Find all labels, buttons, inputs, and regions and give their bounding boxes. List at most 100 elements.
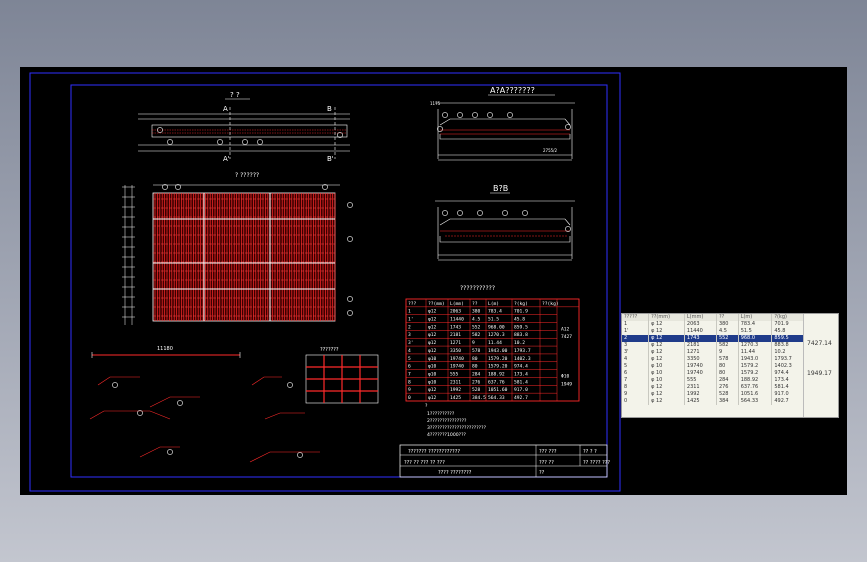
rebar-table-cell: 80: [472, 356, 478, 362]
rebar-table-cell: 380: [472, 309, 481, 315]
side-table-cell: 1943.0: [738, 356, 773, 363]
plan-view: ? ? A B A' B': [138, 91, 350, 163]
rebar-table-cell: 968.00: [488, 324, 505, 330]
callout-circle: [347, 202, 353, 208]
side-table-cell: φ 12: [648, 328, 685, 335]
note-line-1: 1??????????: [427, 411, 455, 417]
side-table-cell: 8: [622, 384, 650, 391]
side-table-cell: 581.4: [771, 384, 806, 391]
rebar-layout-title: ? ??????: [235, 172, 259, 179]
section-bb: B?B: [435, 184, 575, 261]
side-table-cell: φ 12: [648, 335, 685, 342]
callout-circle: [167, 449, 173, 455]
rebar-table-cell: 19740: [450, 364, 464, 370]
rebar-table-cell: 4: [408, 348, 411, 354]
rebar-table-subtotal: A12: [561, 326, 570, 332]
side-table-cell: 3350: [684, 356, 717, 363]
rebar-table-cell: 19740: [450, 356, 464, 362]
callout-circle: [287, 382, 293, 388]
title-row2-right: ?? ???? ???: [583, 460, 610, 466]
callout-circle: [457, 210, 463, 216]
side-table-cell: 701.9: [771, 321, 806, 328]
side-table-cell: 1270.3: [738, 342, 773, 349]
title-row1-main: ??????? ????????????: [408, 449, 460, 455]
rebar-table-cell: 2181: [450, 332, 461, 338]
title-row2-main: ??? ?? ??? ?? ???: [404, 460, 445, 466]
side-table-cell: 11440: [684, 328, 717, 335]
side-table-cell: 1': [622, 328, 650, 335]
rebar-table-cell: 1943.00: [488, 348, 508, 354]
rebar-table-cell: 1': [408, 317, 414, 323]
side-table-cell: φ 12: [648, 342, 685, 349]
section-aa: A?A??????? 1175 2755/2: [430, 86, 575, 161]
side-totals: 7427.14 1949.17: [803, 314, 838, 417]
title-row3-main: ???? ????????: [438, 470, 472, 476]
rebar-table-cell: 3350: [450, 348, 461, 354]
rebar-table-cell: φ12: [428, 340, 437, 346]
side-table-cell: φ 12: [648, 321, 685, 328]
callout-circle: [347, 236, 353, 242]
rebar-table-cell: 9: [408, 387, 411, 393]
side-table-cell: 1992: [684, 391, 717, 398]
callout-circle: [565, 226, 571, 232]
rebar-table-cell: 173.4: [514, 371, 528, 377]
rebar-table-cell: 3: [408, 332, 411, 338]
side-table-cell: 384: [716, 398, 739, 405]
callout-circle: [457, 112, 463, 118]
callout-circle: [217, 139, 223, 145]
side-table-cell: 80: [716, 370, 739, 377]
side-table-cell: 45.8: [771, 328, 806, 335]
detail-length-top: 11180: [157, 346, 173, 352]
inner-frame: [70, 84, 608, 478]
rebar-table-cell: 1051.60: [488, 387, 508, 393]
rebar-table-cell: 637.76: [488, 379, 505, 385]
side-table-cell: 2311: [684, 384, 717, 391]
side-table-cell: 5: [622, 363, 650, 370]
side-table-cell: 555: [684, 377, 717, 384]
side-table-cell: 19740: [684, 370, 717, 377]
cad-viewport[interactable]: ? ? A B A' B' ? ?????? A?A??????? 1175 2…: [20, 67, 847, 495]
side-table-cell: L(mm): [684, 314, 717, 321]
callout-circle: [477, 210, 483, 216]
side-table-cell: 2181: [684, 342, 717, 349]
rebar-table-cell: 384.5: [472, 395, 486, 401]
side-table-cell: 284: [716, 377, 739, 384]
side-table-cell: 637.76: [738, 384, 773, 391]
callout-circle: [177, 400, 183, 406]
callout-circle: [442, 112, 448, 118]
side-total-2: 1949.17: [807, 370, 832, 377]
rebar-table-cell: 581.4: [514, 379, 528, 385]
rebar-table-cell: φ12: [428, 317, 437, 323]
side-table-cell: 528: [716, 391, 739, 398]
rebar-table-cell: φ10: [428, 371, 437, 377]
side-table-cell: φ 12: [648, 398, 685, 405]
side-table-cell: 9: [622, 391, 650, 398]
rebar-table-subtotal: 1949: [561, 381, 572, 387]
rebar-details: 11180: [89, 346, 320, 463]
title-block: ??????? ???????????? ??? ??? ?? ? ? ??? …: [399, 444, 610, 478]
rebar-table-header: ??: [472, 301, 478, 307]
rebar-table-cell: 2: [408, 324, 411, 330]
callout-circle: [137, 410, 143, 416]
side-table-cell: φ 10: [648, 363, 685, 370]
outer-frame: [29, 72, 621, 492]
side-table-cell: 1579.2: [738, 363, 773, 370]
note-line-3: 3???????????????????????: [427, 425, 487, 431]
side-table-row[interactable]: ???????(mm)L(mm)??L(m)?(kg): [622, 314, 806, 321]
side-table-cell: 1051.6: [738, 391, 773, 398]
side-table-cell: 582: [716, 342, 739, 349]
rebar-table-cell: 284: [472, 371, 481, 377]
